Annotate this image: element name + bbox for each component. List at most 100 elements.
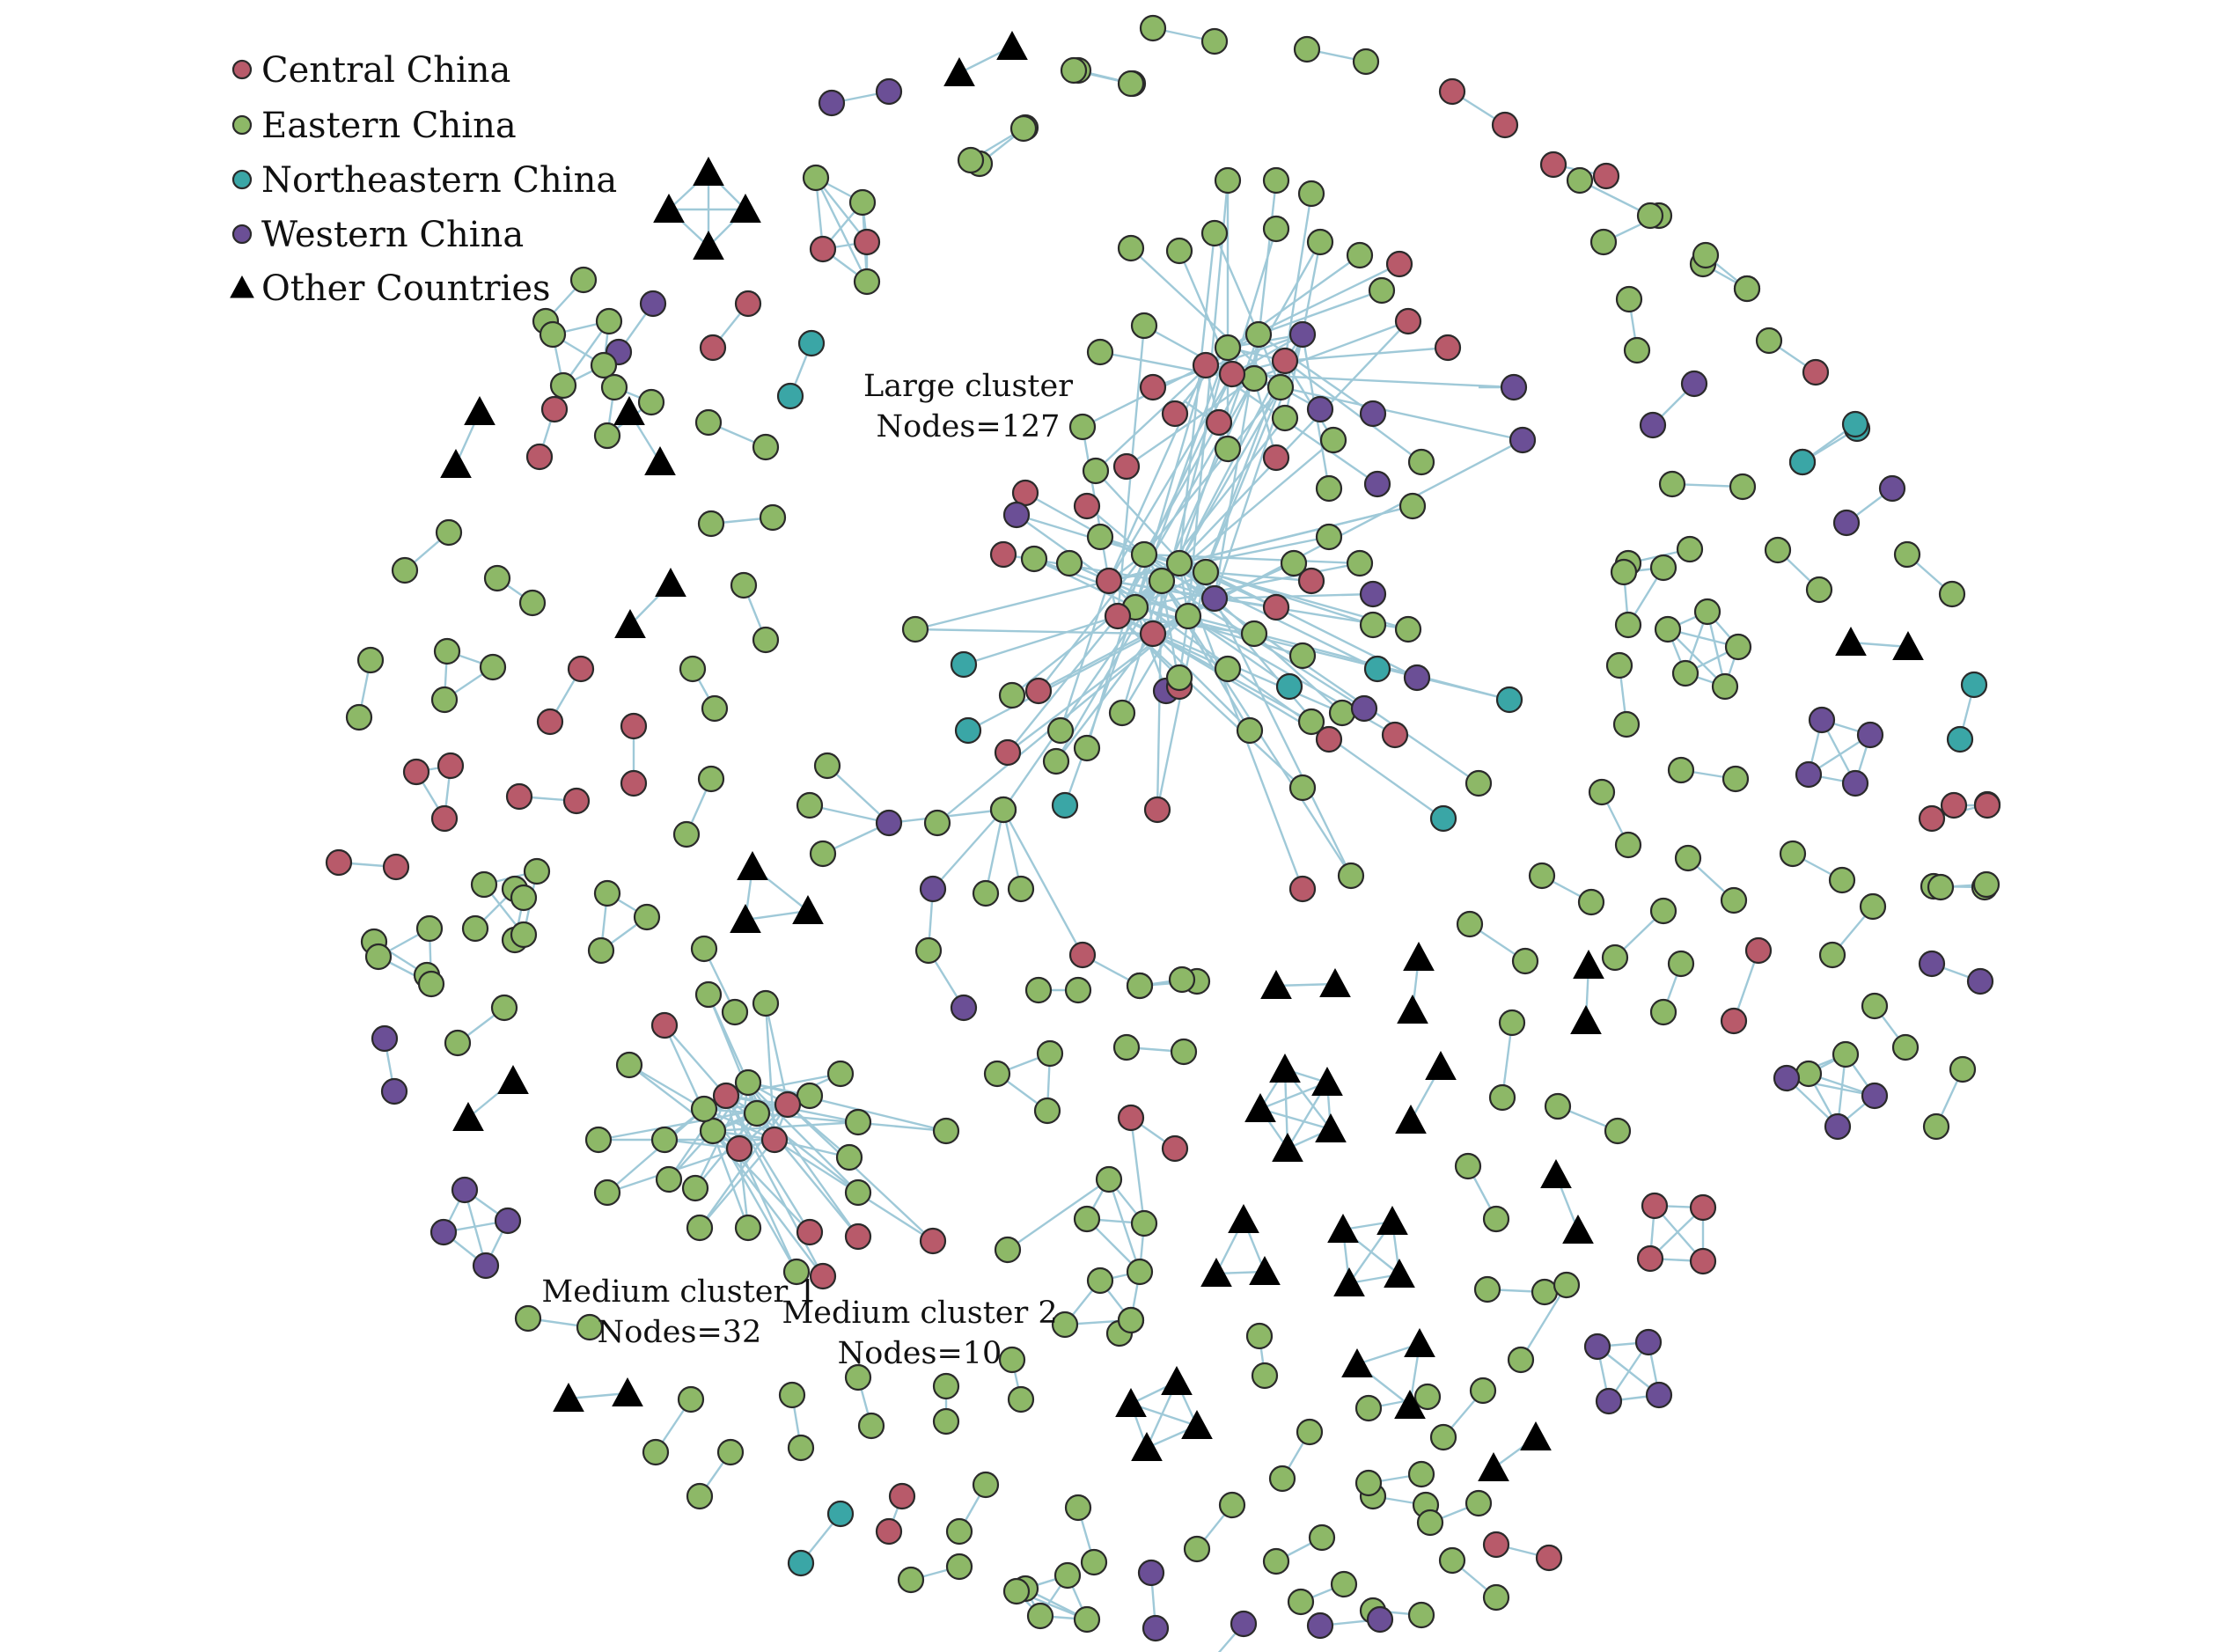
eastern-china-node <box>595 307 623 335</box>
eastern-china-node <box>796 791 824 819</box>
eastern-china-node <box>1861 992 1889 1020</box>
eastern-china-node <box>1764 536 1792 564</box>
central-china-node <box>844 1222 872 1251</box>
network-edge <box>1002 809 1023 890</box>
eastern-china-node <box>932 1372 960 1400</box>
other-countries-node <box>464 395 496 425</box>
eastern-china-node <box>1080 1548 1108 1576</box>
western-china-node <box>1583 1333 1611 1361</box>
eastern-china-node <box>1068 413 1097 441</box>
other-countries-node <box>1319 967 1351 997</box>
central-china-node <box>1539 151 1567 179</box>
eastern-china-node <box>1055 549 1083 577</box>
eastern-china-node <box>752 989 780 1017</box>
eastern-china-node <box>1042 747 1070 775</box>
eastern-china-node <box>1805 576 1833 604</box>
western-china-node <box>1824 1112 1852 1141</box>
eastern-china-node <box>945 1517 973 1546</box>
eastern-china-node <box>1649 554 1677 582</box>
western-china-node <box>472 1252 500 1280</box>
eastern-china-node <box>1615 285 1643 313</box>
eastern-china-node <box>1168 966 1196 994</box>
eastern-china-node <box>1828 866 1856 894</box>
network-edge <box>694 1112 758 1189</box>
other-countries-node <box>1397 994 1428 1024</box>
central-china-node <box>1073 492 1101 520</box>
eastern-china-node <box>1612 710 1641 738</box>
central-china-node <box>734 290 762 318</box>
central-china-node <box>1744 936 1773 965</box>
network-edge <box>1152 633 1251 731</box>
western-china-node <box>1403 664 1431 692</box>
western-china-node <box>1230 1610 1258 1638</box>
eastern-china-node <box>998 681 1026 709</box>
eastern-china-node <box>1922 1112 1950 1141</box>
eastern-china-node <box>1288 642 1317 670</box>
northeastern-china-node <box>826 1500 855 1528</box>
eastern-china-node <box>686 1482 714 1510</box>
eastern-china-node <box>1126 1258 1154 1286</box>
central-china-node <box>809 1262 837 1290</box>
central-china-node <box>1491 111 1519 139</box>
eastern-china-node <box>1671 659 1699 687</box>
other-countries-node <box>440 448 472 478</box>
western-china-node <box>639 290 667 318</box>
central-china-node <box>1011 479 1039 507</box>
network-edge <box>738 1148 798 1273</box>
western-china-node <box>1200 584 1229 613</box>
central-china-node <box>1143 796 1171 824</box>
western-china-node <box>950 994 978 1022</box>
western-china-node <box>1359 400 1387 428</box>
western-china-node <box>1509 426 1537 454</box>
eastern-china-node <box>1482 1583 1510 1612</box>
western-china-node <box>1288 320 1317 349</box>
eastern-china-node <box>1623 336 1651 364</box>
eastern-china-node <box>1165 664 1193 692</box>
network-edge <box>606 1108 705 1193</box>
eastern-china-node <box>782 1258 811 1286</box>
network-edge <box>1187 615 1290 687</box>
western-china-node <box>818 89 846 117</box>
other-countries-node <box>1269 1053 1301 1083</box>
eastern-china-node <box>1020 545 1048 573</box>
eastern-china-node <box>752 626 780 654</box>
eastern-china-node <box>1214 334 1242 362</box>
central-china-node <box>1024 677 1053 705</box>
eastern-china-node <box>1064 976 1092 1004</box>
central-china-node <box>1205 408 1233 437</box>
eastern-china-node <box>1577 888 1605 916</box>
eastern-china-node <box>1130 1209 1158 1237</box>
eastern-china-node <box>1636 202 1664 230</box>
medium-cluster-1-title: Medium cluster 1 <box>541 1274 817 1310</box>
eastern-china-node <box>1126 972 1154 1000</box>
other-countries-node <box>1333 1267 1365 1296</box>
eastern-china-node <box>1165 549 1193 577</box>
eastern-china-node <box>433 637 461 665</box>
central-china-node <box>1104 602 1132 630</box>
central-china-node <box>809 235 837 263</box>
other-countries-node <box>1260 969 1292 999</box>
eastern-china-node <box>655 1165 683 1193</box>
legend-marker-western-china <box>231 224 253 245</box>
legend-marker-central-china <box>231 59 253 80</box>
central-china-node <box>525 443 554 471</box>
central-china-node <box>1592 162 1620 190</box>
eastern-china-node <box>356 646 385 674</box>
eastern-china-node <box>1266 373 1295 401</box>
eastern-china-node <box>1465 1489 1493 1517</box>
other-countries-node <box>1520 1421 1552 1450</box>
eastern-china-node <box>1082 457 1110 485</box>
eastern-china-node <box>1407 1601 1435 1629</box>
eastern-china-node <box>1674 844 1702 872</box>
central-china-node <box>437 752 465 780</box>
central-china-node <box>1918 804 1946 833</box>
eastern-china-node <box>1060 56 1088 84</box>
eastern-china-node <box>593 1178 621 1207</box>
central-china-node <box>1720 1007 1748 1035</box>
eastern-china-node <box>1482 1205 1510 1233</box>
eastern-china-node <box>857 1412 885 1440</box>
network-edge <box>1130 1402 1198 1428</box>
eastern-china-node <box>1354 1394 1383 1422</box>
eastern-china-node <box>759 503 787 532</box>
eastern-china-node <box>697 765 725 793</box>
